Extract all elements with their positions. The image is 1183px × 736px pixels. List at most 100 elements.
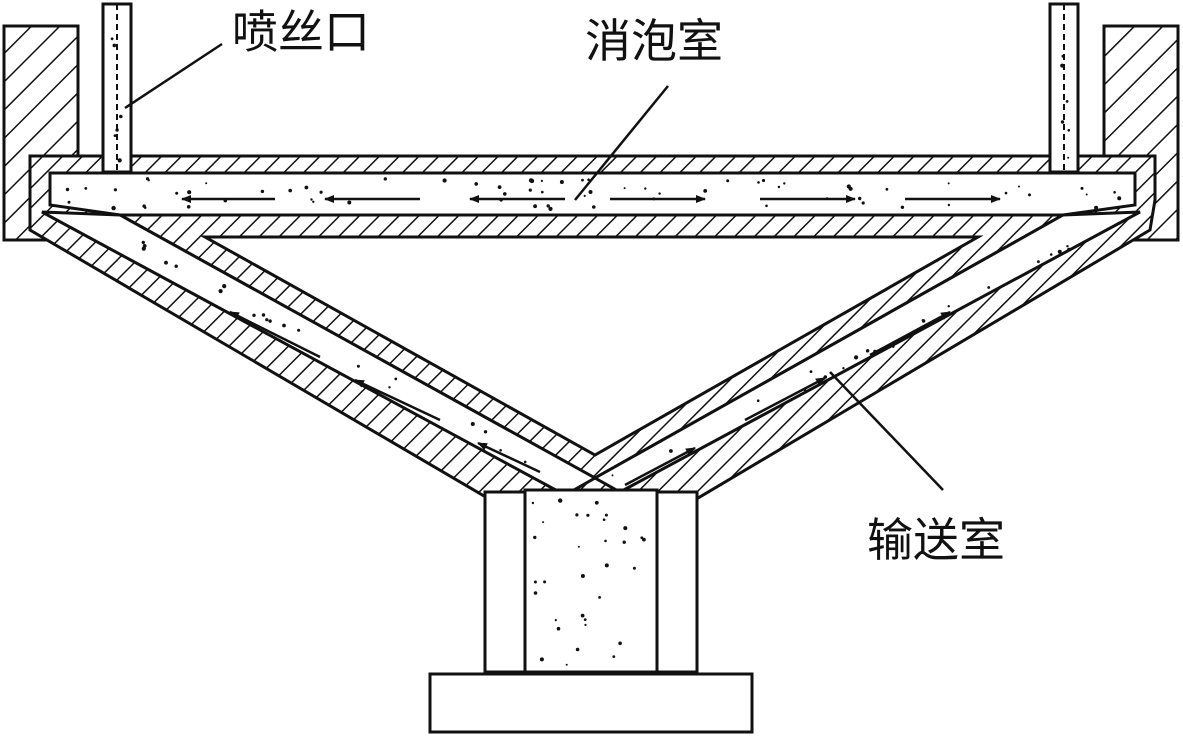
particle-dot	[310, 198, 313, 201]
particle-dot	[1060, 120, 1065, 124]
particle-dot	[987, 286, 991, 289]
particle-dot	[559, 180, 564, 184]
particle-dot	[623, 526, 628, 531]
particle-dot	[117, 158, 122, 163]
label-defoaming-chamber: 消泡室	[585, 14, 723, 68]
particle-dot	[174, 264, 178, 268]
particle-dot	[222, 284, 227, 289]
particle-dot	[470, 422, 475, 426]
particle-dot	[947, 305, 950, 308]
particle-dot	[594, 500, 599, 505]
particle-dot	[854, 355, 859, 360]
particle-dot	[825, 197, 829, 200]
particle-dot	[757, 181, 760, 184]
particle-dot	[141, 246, 146, 251]
particle-dot	[1028, 193, 1031, 197]
particle-dot	[141, 240, 145, 245]
label-spinneret: 喷丝口	[232, 5, 370, 59]
particle-dot	[186, 205, 191, 209]
particle-dot	[347, 200, 352, 205]
particle-dot	[268, 319, 272, 323]
particle-dot	[703, 189, 708, 193]
particle-dot	[611, 474, 614, 477]
particle-dot	[842, 367, 845, 370]
particle-dot	[642, 537, 646, 542]
particle-dot	[783, 182, 786, 185]
particle-dot	[1067, 247, 1071, 252]
particle-dot	[809, 370, 813, 373]
particle-dot	[602, 518, 606, 521]
particle-dot	[891, 345, 895, 348]
particle-dot	[575, 647, 580, 652]
particle-dot	[1060, 63, 1065, 68]
particle-dot	[1057, 249, 1062, 254]
particle-dot	[598, 596, 601, 599]
particle-dot	[1080, 186, 1084, 190]
particle-dot	[1113, 191, 1116, 194]
particle-dot	[499, 198, 503, 202]
particle-dot	[858, 196, 862, 201]
particle-dot	[604, 513, 608, 517]
particle-dot	[533, 535, 537, 540]
particle-dot	[848, 186, 853, 191]
particle-dot	[223, 198, 228, 203]
particle-dot	[577, 545, 580, 548]
particle-dot	[777, 185, 781, 189]
particle-dot	[523, 460, 527, 464]
particle-dot	[497, 185, 502, 190]
label-conveying-chamber: 输送室	[867, 513, 1005, 567]
particle-dot	[1049, 253, 1053, 256]
particle-dot	[175, 191, 179, 195]
particle-dot	[1118, 197, 1122, 201]
particle-dot	[113, 188, 117, 192]
defoaming-chamber-leader-line	[574, 85, 669, 201]
particle-dot	[67, 200, 71, 204]
conveying-chamber-leader-line	[829, 371, 944, 491]
particle-dot	[632, 566, 636, 570]
particle-dot	[726, 179, 730, 183]
particle-dot	[252, 313, 256, 317]
particle-dot	[205, 182, 208, 185]
particle-dot	[885, 187, 889, 191]
particle-dot	[1067, 129, 1071, 132]
particle-dot	[581, 178, 584, 182]
particle-dot	[554, 619, 557, 622]
particle-dot	[147, 179, 150, 182]
particle-dot	[531, 501, 535, 505]
particle-dot	[474, 182, 479, 186]
particle-dot	[861, 201, 865, 205]
particle-dot	[765, 204, 768, 208]
particle-dot	[542, 521, 545, 524]
particle-dot	[604, 539, 607, 543]
particle-dot	[312, 200, 315, 203]
particle-dot	[483, 430, 488, 434]
particle-dot	[580, 613, 585, 618]
particle-dot	[288, 188, 293, 193]
flow-arrow	[354, 378, 441, 422]
left-channel-flow-arrows	[229, 310, 541, 474]
spinneret-leader-line	[124, 42, 223, 110]
particle-dot	[1085, 193, 1088, 196]
particle-dot	[265, 318, 269, 322]
particle-dot	[528, 178, 534, 183]
particle-dot	[119, 114, 123, 119]
particle-dot	[528, 188, 532, 192]
particle-dot	[143, 206, 147, 209]
conveying-pipe	[523, 488, 659, 674]
particle-dot	[111, 205, 116, 211]
particle-dot	[583, 194, 586, 197]
left-spinneret-tube	[101, 2, 133, 174]
right-channel-flow-arrows	[624, 310, 951, 487]
particle-dot	[356, 364, 360, 368]
particle-dot	[442, 178, 447, 183]
particle-dot	[658, 192, 661, 195]
particle-dot	[112, 43, 117, 48]
particle-dot	[556, 626, 561, 631]
particle-dot	[866, 349, 870, 353]
particle-dot	[565, 663, 568, 666]
particle-dot	[652, 197, 656, 201]
particle-dot	[503, 192, 507, 196]
particle-dot	[604, 563, 609, 568]
particle-dot	[623, 187, 626, 190]
